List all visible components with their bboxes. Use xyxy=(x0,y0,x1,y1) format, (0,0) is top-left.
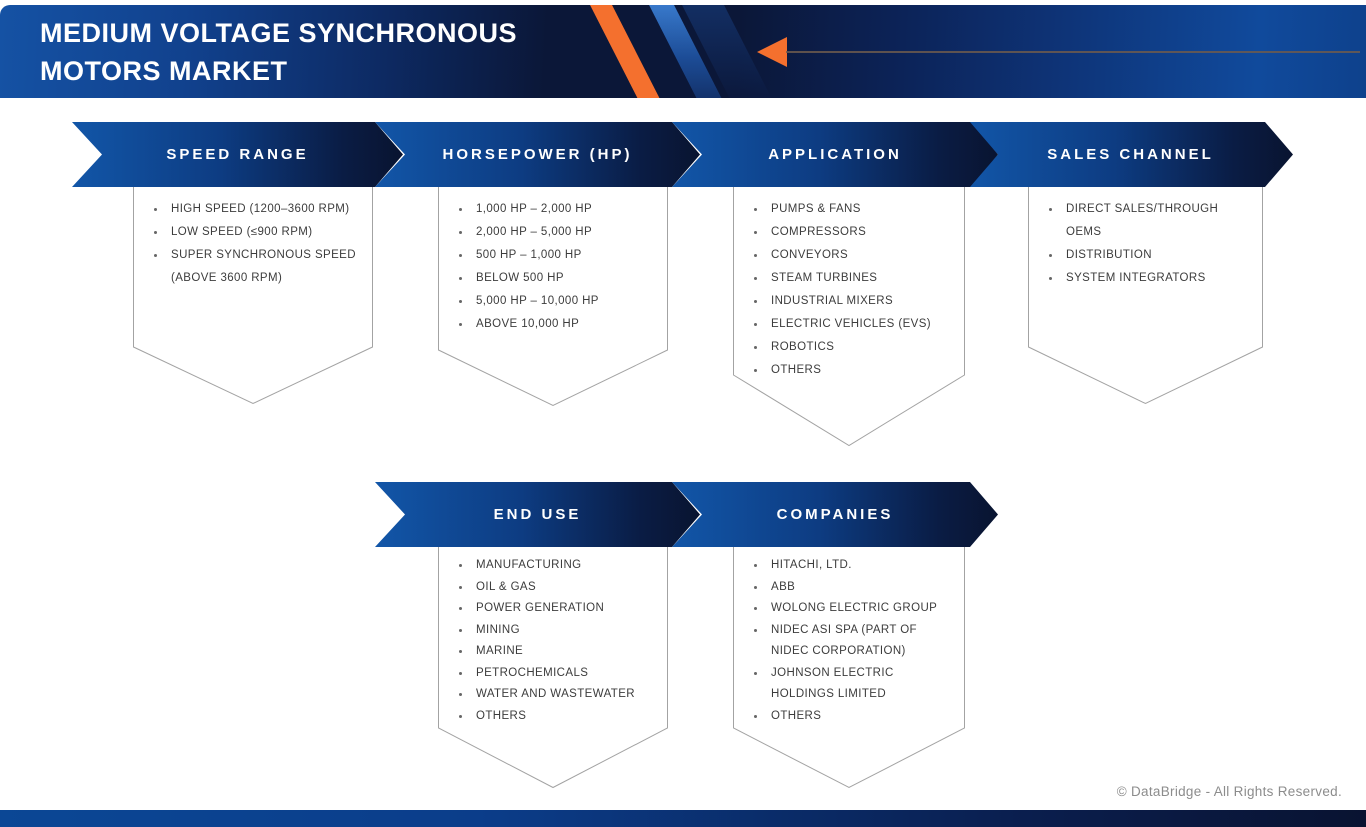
segment-banner-horsepower: HORSEPOWER (HP) xyxy=(375,122,700,187)
list-item: JOHNSON ELECTRIC HOLDINGS LIMITED xyxy=(754,663,953,706)
list-item: CONVEYORS xyxy=(754,244,953,267)
list-item: LOW SPEED (≤900 RPM) xyxy=(154,221,361,244)
segment-label: SPEED RANGE xyxy=(166,146,309,163)
list-item: MINING xyxy=(459,620,656,642)
segment-label: COMPANIES xyxy=(776,506,894,523)
bottom-accent-bar xyxy=(0,810,1366,827)
list-item: SYSTEM INTEGRATORS xyxy=(1049,267,1251,290)
list-item: MARINE xyxy=(459,641,656,663)
pennant-outline xyxy=(133,186,373,405)
list-item: PETROCHEMICALS xyxy=(459,663,656,685)
page-title-line2: MOTORS MARKET xyxy=(40,56,288,86)
list-item: WOLONG ELECTRIC GROUP xyxy=(754,598,953,620)
list-item: ABOVE 10,000 HP xyxy=(459,313,656,336)
segment-banner-companies: COMPANIES xyxy=(672,482,998,547)
segment-label: HORSEPOWER (HP) xyxy=(442,146,633,163)
list-item: HIGH SPEED (1200–3600 RPM) xyxy=(154,198,361,221)
list-item: 500 HP – 1,000 HP xyxy=(459,244,656,267)
list-item: PUMPS & FANS xyxy=(754,198,953,221)
segment-banner-sales-channel: SALES CHANNEL xyxy=(968,122,1293,187)
list-item: DISTRIBUTION xyxy=(1049,244,1251,267)
list-item: 1,000 HP – 2,000 HP xyxy=(459,198,656,221)
pennant-outline xyxy=(733,186,965,447)
list-item: 5,000 HP – 10,000 HP xyxy=(459,290,656,313)
pennant-outline xyxy=(438,547,668,789)
segment-label: SALES CHANNEL xyxy=(1047,146,1214,163)
segment-banner-speed-range: SPEED RANGE xyxy=(72,122,403,187)
list-item: ABB xyxy=(754,577,953,599)
list-item: NIDEC ASI SPA (PART OF NIDEC CORPORATION… xyxy=(754,620,953,663)
segment-list-speed-range: HIGH SPEED (1200–3600 RPM)LOW SPEED (≤90… xyxy=(133,186,373,405)
list-item: 2,000 HP – 5,000 HP xyxy=(459,221,656,244)
segment-banner-application: APPLICATION xyxy=(672,122,998,187)
list-item: ELECTRIC VEHICLES (EVS) xyxy=(754,313,953,336)
segment-label: APPLICATION xyxy=(768,146,902,163)
list-item: OIL & GAS xyxy=(459,577,656,599)
pennant-outline xyxy=(438,186,668,407)
list-item: WATER AND WASTEWATER xyxy=(459,684,656,706)
copyright-text: © DataBridge - All Rights Reserved. xyxy=(1116,784,1342,799)
left-arrow-icon xyxy=(757,37,787,67)
list-item: BELOW 500 HP xyxy=(459,267,656,290)
list-item: ROBOTICS xyxy=(754,336,953,359)
orange-diagonal-stripe xyxy=(588,5,663,98)
list-item: SUPER SYNCHRONOUS SPEED (ABOVE 3600 RPM) xyxy=(154,244,361,290)
list-item: COMPRESSORS xyxy=(754,221,953,244)
pennant-outline xyxy=(733,547,965,789)
segment-items: HIGH SPEED (1200–3600 RPM)LOW SPEED (≤90… xyxy=(133,186,373,290)
list-item: OTHERS xyxy=(754,359,953,382)
list-item: DIRECT SALES/THROUGH OEMS xyxy=(1049,198,1251,244)
list-item: MANUFACTURING xyxy=(459,555,656,577)
list-item: HITACHI, LTD. xyxy=(754,555,953,577)
list-item: POWER GENERATION xyxy=(459,598,656,620)
list-item: OTHERS xyxy=(754,706,953,728)
list-item: INDUSTRIAL MIXERS xyxy=(754,290,953,313)
page-title: MEDIUM VOLTAGE SYNCHRONOUS MOTORS MARKET xyxy=(40,14,517,90)
pennant-outline xyxy=(1028,186,1263,405)
arrow-line xyxy=(786,51,1360,53)
list-item: STEAM TURBINES xyxy=(754,267,953,290)
segment-label: END USE xyxy=(493,506,582,523)
page-title-line1: MEDIUM VOLTAGE SYNCHRONOUS xyxy=(40,18,518,48)
list-item: OTHERS xyxy=(459,706,656,728)
segment-banner-end-use: END USE xyxy=(375,482,700,547)
title-banner: MEDIUM VOLTAGE SYNCHRONOUS MOTORS MARKET xyxy=(0,5,1366,98)
